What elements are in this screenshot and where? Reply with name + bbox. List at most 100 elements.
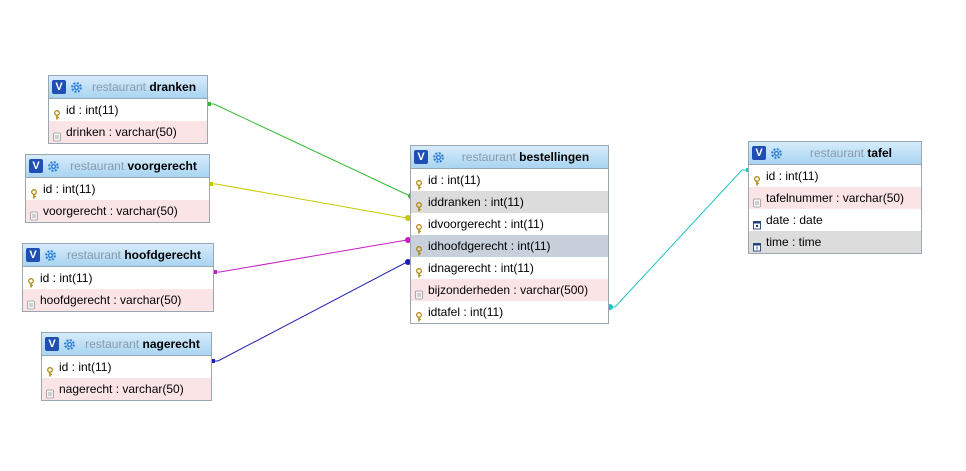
relation-nagerecht-bestellingen xyxy=(211,259,411,363)
table-column-row[interactable]: drinken : varchar(50) xyxy=(49,121,207,143)
key-icon xyxy=(415,263,423,278)
table-column-row[interactable]: tafelnummer : varchar(50) xyxy=(749,187,921,209)
database-name: restaurant xyxy=(66,248,121,262)
column-label: id : int(11) xyxy=(766,169,819,183)
column-label: id : int(11) xyxy=(40,271,93,285)
relation-voorgerecht-bestellingen xyxy=(209,182,411,221)
column-label: idnagerecht : int(11) xyxy=(428,261,534,275)
relation-tafel-bestellingen xyxy=(607,168,750,310)
table-column-row[interactable]: id : int(11) xyxy=(49,99,207,121)
table-column-row[interactable]: hoofdgerecht : varchar(50) xyxy=(23,289,213,311)
table-column-row[interactable]: id : int(11) xyxy=(23,267,213,289)
toggle-columns-button[interactable]: V xyxy=(45,337,59,351)
key-icon xyxy=(30,184,38,199)
column-label: id : int(11) xyxy=(66,103,119,117)
relation-hoofdgerecht-bestellingen xyxy=(213,237,411,274)
table-title: restaurant voorgerecht xyxy=(60,159,209,173)
key-icon xyxy=(415,197,423,212)
database-name: restaurant xyxy=(70,159,125,173)
toggle-columns-button[interactable]: V xyxy=(26,248,40,262)
table-column-row[interactable]: voorgerecht : varchar(50) xyxy=(26,200,209,222)
table-column-row[interactable]: id : int(11) xyxy=(749,165,921,187)
gear-icon[interactable] xyxy=(432,151,445,164)
table-column-row[interactable]: idtafel : int(11) xyxy=(411,301,608,323)
table-column-row[interactable]: date : date xyxy=(749,209,921,231)
key-icon xyxy=(415,241,423,256)
table-column-row[interactable]: idnagerecht : int(11) xyxy=(411,257,608,279)
table-title: restaurant dranken xyxy=(83,80,207,94)
table-column-row[interactable]: id : int(11) xyxy=(26,178,209,200)
key-icon xyxy=(46,362,54,377)
table-column-row[interactable]: id : int(11) xyxy=(411,169,608,191)
key-icon xyxy=(415,219,423,234)
column-label: idtafel : int(11) xyxy=(428,305,504,319)
table-column-row[interactable]: idhoofdgerecht : int(11) xyxy=(411,235,608,257)
toggle-columns-button[interactable]: V xyxy=(752,146,766,160)
column-icon xyxy=(53,127,61,142)
column-icon xyxy=(753,193,761,208)
column-label: idhoofdgerecht : int(11) xyxy=(428,239,551,253)
column-icon xyxy=(46,384,54,399)
database-name: restaurant xyxy=(461,150,516,164)
table-title: restaurant nagerecht xyxy=(76,337,211,351)
column-label: idvoorgerecht : int(11) xyxy=(428,217,544,231)
table-name: voorgerecht xyxy=(127,159,197,173)
toggle-columns-button[interactable]: V xyxy=(29,159,43,173)
column-icon xyxy=(415,285,423,300)
column-label: bijzonderheden : varchar(500) xyxy=(428,283,589,297)
table-name: tafel xyxy=(867,146,893,160)
key-icon xyxy=(53,105,61,120)
column-label: voorgerecht : varchar(50) xyxy=(43,204,178,218)
time-icon xyxy=(753,237,761,252)
column-label: tafelnummer : varchar(50) xyxy=(766,191,905,205)
toggle-columns-button[interactable]: V xyxy=(52,80,66,94)
key-icon xyxy=(753,171,761,186)
table-column-row[interactable]: id : int(11) xyxy=(42,356,211,378)
key-icon xyxy=(415,307,423,322)
gear-icon[interactable] xyxy=(70,81,83,94)
database-name: restaurant xyxy=(809,146,864,160)
gear-icon[interactable] xyxy=(770,147,783,160)
column-label: date : date xyxy=(766,213,823,227)
table-name: hoofdgerecht xyxy=(124,248,202,262)
column-icon xyxy=(27,295,35,310)
table-column-row[interactable]: iddranken : int(11) xyxy=(411,191,608,213)
database-name: restaurant xyxy=(85,337,140,351)
column-label: id : int(11) xyxy=(43,182,96,196)
gear-icon[interactable] xyxy=(47,160,60,173)
table-name: bestellingen xyxy=(519,150,590,164)
date-icon xyxy=(753,215,761,230)
column-icon xyxy=(30,206,38,221)
database-name: restaurant xyxy=(91,80,146,94)
column-label: id : int(11) xyxy=(59,360,112,374)
column-label: time : time xyxy=(766,235,822,249)
table-column-row[interactable]: idvoorgerecht : int(11) xyxy=(411,213,608,235)
key-icon xyxy=(27,273,35,288)
table-column-row[interactable]: nagerecht : varchar(50) xyxy=(42,378,211,400)
table-column-row[interactable]: time : time xyxy=(749,231,921,253)
table-name: nagerecht xyxy=(142,337,200,351)
column-label: hoofdgerecht : varchar(50) xyxy=(40,293,182,307)
gear-icon[interactable] xyxy=(63,338,76,351)
gear-icon[interactable] xyxy=(44,249,57,262)
table-title: restaurant bestellingen xyxy=(445,150,608,164)
column-label: id : int(11) xyxy=(428,173,481,187)
table-name: dranken xyxy=(149,80,197,94)
table-column-row[interactable]: bijzonderheden : varchar(500) xyxy=(411,279,608,301)
key-icon xyxy=(415,175,423,190)
toggle-columns-button[interactable]: V xyxy=(414,150,428,164)
column-label: nagerecht : varchar(50) xyxy=(59,382,184,396)
column-label: drinken : varchar(50) xyxy=(66,125,177,139)
